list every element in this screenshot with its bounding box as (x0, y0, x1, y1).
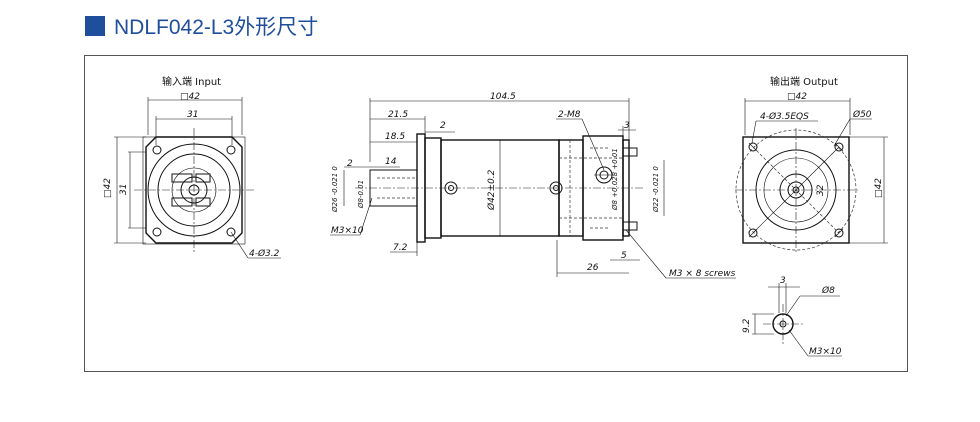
output-holes-dim: 4-Ø3.5EQS (760, 111, 809, 122)
input-side-31-dim: 31 (119, 184, 129, 195)
screws-dim: M3 × 8 screws (669, 269, 736, 279)
detail-dia-dim: Ø8 (821, 285, 835, 296)
section-header: NDLF042-L3外形尺寸 (85, 12, 318, 40)
tapped-dim: 2-M8 (558, 110, 581, 120)
bore-dim: Ø26 -0.021 0 (331, 166, 339, 213)
output-32-dim: 32 (816, 184, 826, 196)
dim-2-left: 2 (347, 159, 353, 169)
output-shaft-dim: Ø8 +0.028 +0.01 (611, 148, 619, 211)
output-pilot-dim: Ø22 -0.021 0 (652, 166, 660, 213)
input-31-dim: 31 (187, 110, 198, 120)
dim-2-top: 2 (440, 121, 446, 131)
detail-9-2-dim: 9.2 (742, 318, 752, 333)
dim-14: 14 (385, 157, 397, 167)
output-side-square-dim: □42 (874, 178, 884, 198)
title-square-icon (85, 16, 105, 36)
input-side-square-dim: □42 (103, 178, 113, 198)
output-square-dim: □42 (787, 92, 807, 102)
shaft-dim: Ø8-0.01 (357, 180, 365, 209)
dim-21-5: 21.5 (388, 110, 408, 120)
side-view: 104.5 21.5 18.5 2 (330, 92, 736, 279)
dim-18-5: 18.5 (385, 132, 405, 142)
dim-26: 26 (587, 263, 599, 273)
detail-3-dim: 3 (780, 276, 786, 286)
dim-7-2: 7.2 (393, 243, 408, 253)
input-label: 输入端 Input (162, 75, 221, 88)
page-title: NDLF042-L3外形尺寸 (114, 16, 319, 39)
body-dia-dim: Ø42±0.2 (486, 169, 497, 211)
screw-left-dim: M3×10 (331, 226, 364, 236)
overall-length-dim: 104.5 (490, 92, 516, 102)
output-pcd-dim: Ø50 (852, 109, 872, 120)
input-holes-dim: 4-Ø3.2 (249, 248, 280, 259)
output-label: 输出端 Output (770, 75, 838, 88)
detail-screw-dim: M3×10 (809, 347, 842, 357)
input-square-dim: □42 (180, 92, 200, 102)
input-view: 输入端 Input □42 31 □42 (103, 75, 281, 259)
dim-3: 3 (624, 121, 630, 131)
output-view: 输出端 Output □42 4-Ø3.5EQS Ø50 (735, 75, 888, 252)
detail-view: 3 Ø8 9.2 M3×10 (742, 276, 842, 357)
dim-5: 5 (621, 251, 627, 261)
drawing-frame (84, 55, 908, 372)
